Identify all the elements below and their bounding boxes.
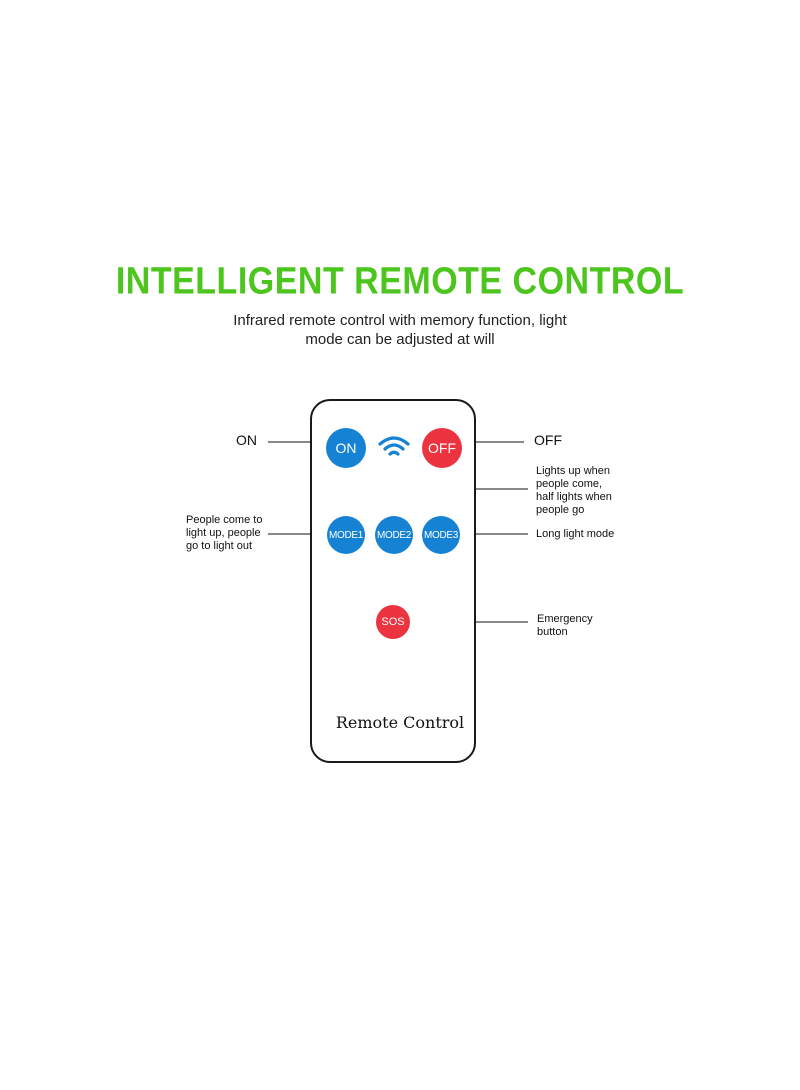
mode1-callout: People come to light up, people go to li… — [186, 514, 262, 553]
mode2-callout-line-3: half lights when — [536, 491, 612, 503]
mode3-callout: Long light mode — [536, 528, 615, 540]
subtitle-line-2: mode can be adjusted at will — [305, 331, 495, 348]
page-subtitle: Infrared remote control with memory func… — [200, 311, 600, 349]
mode2-callout-line-1: Lights up when — [536, 465, 610, 477]
mode2-callout: Lights up when people come, half lights … — [536, 465, 612, 517]
mode1-callout-line-2: light up, people — [186, 527, 261, 539]
mode1-callout-line-3: go to light out — [186, 540, 253, 552]
wifi-signal-icon — [378, 436, 410, 456]
mode1-callout-line-1: People come to — [186, 514, 263, 526]
mode2-callout-line-2: people come, — [536, 478, 603, 490]
off-callout: OFF — [534, 432, 562, 448]
mode2-button[interactable]: MODE2 — [375, 516, 413, 554]
mode3-button[interactable]: MODE3 — [422, 516, 460, 554]
on-callout: ON — [236, 432, 257, 448]
sos-callout-line-1: Emergency — [537, 613, 593, 625]
sos-button[interactable]: SOS — [376, 605, 410, 639]
remote-label: Remote Control — [335, 713, 465, 732]
page-title: INTELLIGENT REMOTE CONTROL — [115, 259, 685, 303]
mode1-button[interactable]: MODE1 — [327, 516, 365, 554]
sos-callout-line-2: button — [537, 626, 568, 638]
on-button[interactable]: ON — [326, 428, 366, 468]
sos-callout: Emergency button — [537, 613, 593, 639]
off-button[interactable]: OFF — [422, 428, 462, 468]
subtitle-line-1: Infrared remote control with memory func… — [233, 312, 567, 329]
mode2-callout-line-4: people go — [536, 504, 585, 516]
